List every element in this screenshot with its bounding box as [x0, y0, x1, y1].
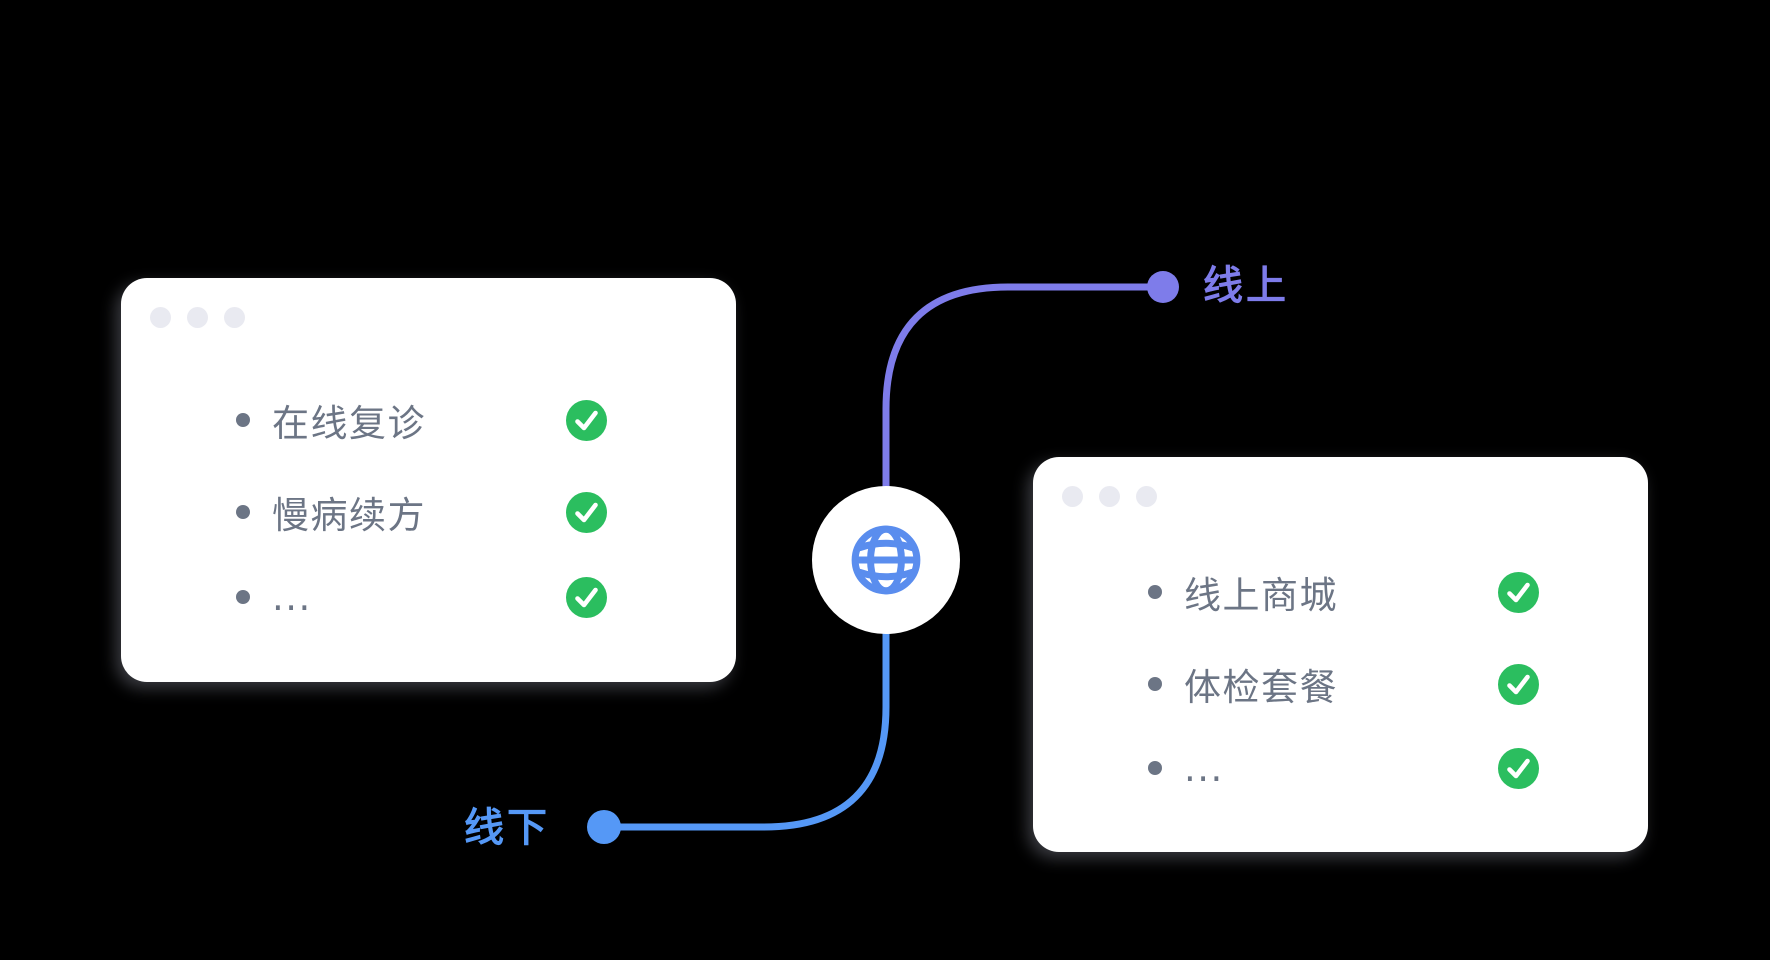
offline-services-card: 在线复诊 慢病续方 ... — [121, 278, 736, 682]
window-dot-icon — [1062, 486, 1083, 507]
offline-connector-line — [600, 611, 890, 831]
list-item-label: ... — [1184, 746, 1224, 790]
list-item: 慢病续方 — [236, 490, 607, 537]
bullet-icon — [1148, 585, 1162, 599]
list-item: ... — [236, 575, 607, 619]
online-connector-dot — [1147, 271, 1179, 303]
list-item: 在线复诊 — [236, 398, 607, 445]
offline-connector-dot — [587, 810, 621, 844]
check-icon — [566, 576, 607, 618]
check-icon — [1498, 571, 1539, 613]
bullet-icon — [236, 505, 250, 519]
window-dot-icon — [224, 307, 245, 328]
list-item: 体检套餐 — [1148, 662, 1539, 709]
window-controls — [150, 307, 245, 328]
list-item-label: 慢病续方 — [272, 494, 426, 537]
check-icon — [1498, 747, 1539, 789]
bullet-icon — [1148, 677, 1162, 691]
online-services-card: 线上商城 体检套餐 ... — [1033, 457, 1648, 852]
bullet-icon — [236, 413, 250, 427]
list-item: ... — [1148, 746, 1539, 790]
list-item-label: 体检套餐 — [1184, 666, 1338, 709]
globe-hub — [812, 486, 960, 634]
list-item: 线上商城 — [1148, 570, 1539, 617]
check-icon — [1498, 663, 1539, 705]
bullet-icon — [236, 590, 250, 604]
window-dot-icon — [187, 307, 208, 328]
window-dot-icon — [1099, 486, 1120, 507]
list-item-label: ... — [272, 575, 312, 619]
window-controls — [1062, 486, 1157, 507]
offline-channel-label: 线下 — [464, 805, 550, 851]
check-icon — [566, 399, 607, 441]
list-item-label: 在线复诊 — [272, 402, 426, 445]
check-icon — [566, 491, 607, 533]
globe-icon — [847, 521, 925, 599]
online-connector-line — [882, 283, 1167, 509]
window-dot-icon — [150, 307, 171, 328]
list-item-label: 线上商城 — [1184, 574, 1338, 617]
online-channel-label: 线上 — [1203, 263, 1289, 309]
bullet-icon — [1148, 761, 1162, 775]
window-dot-icon — [1136, 486, 1157, 507]
